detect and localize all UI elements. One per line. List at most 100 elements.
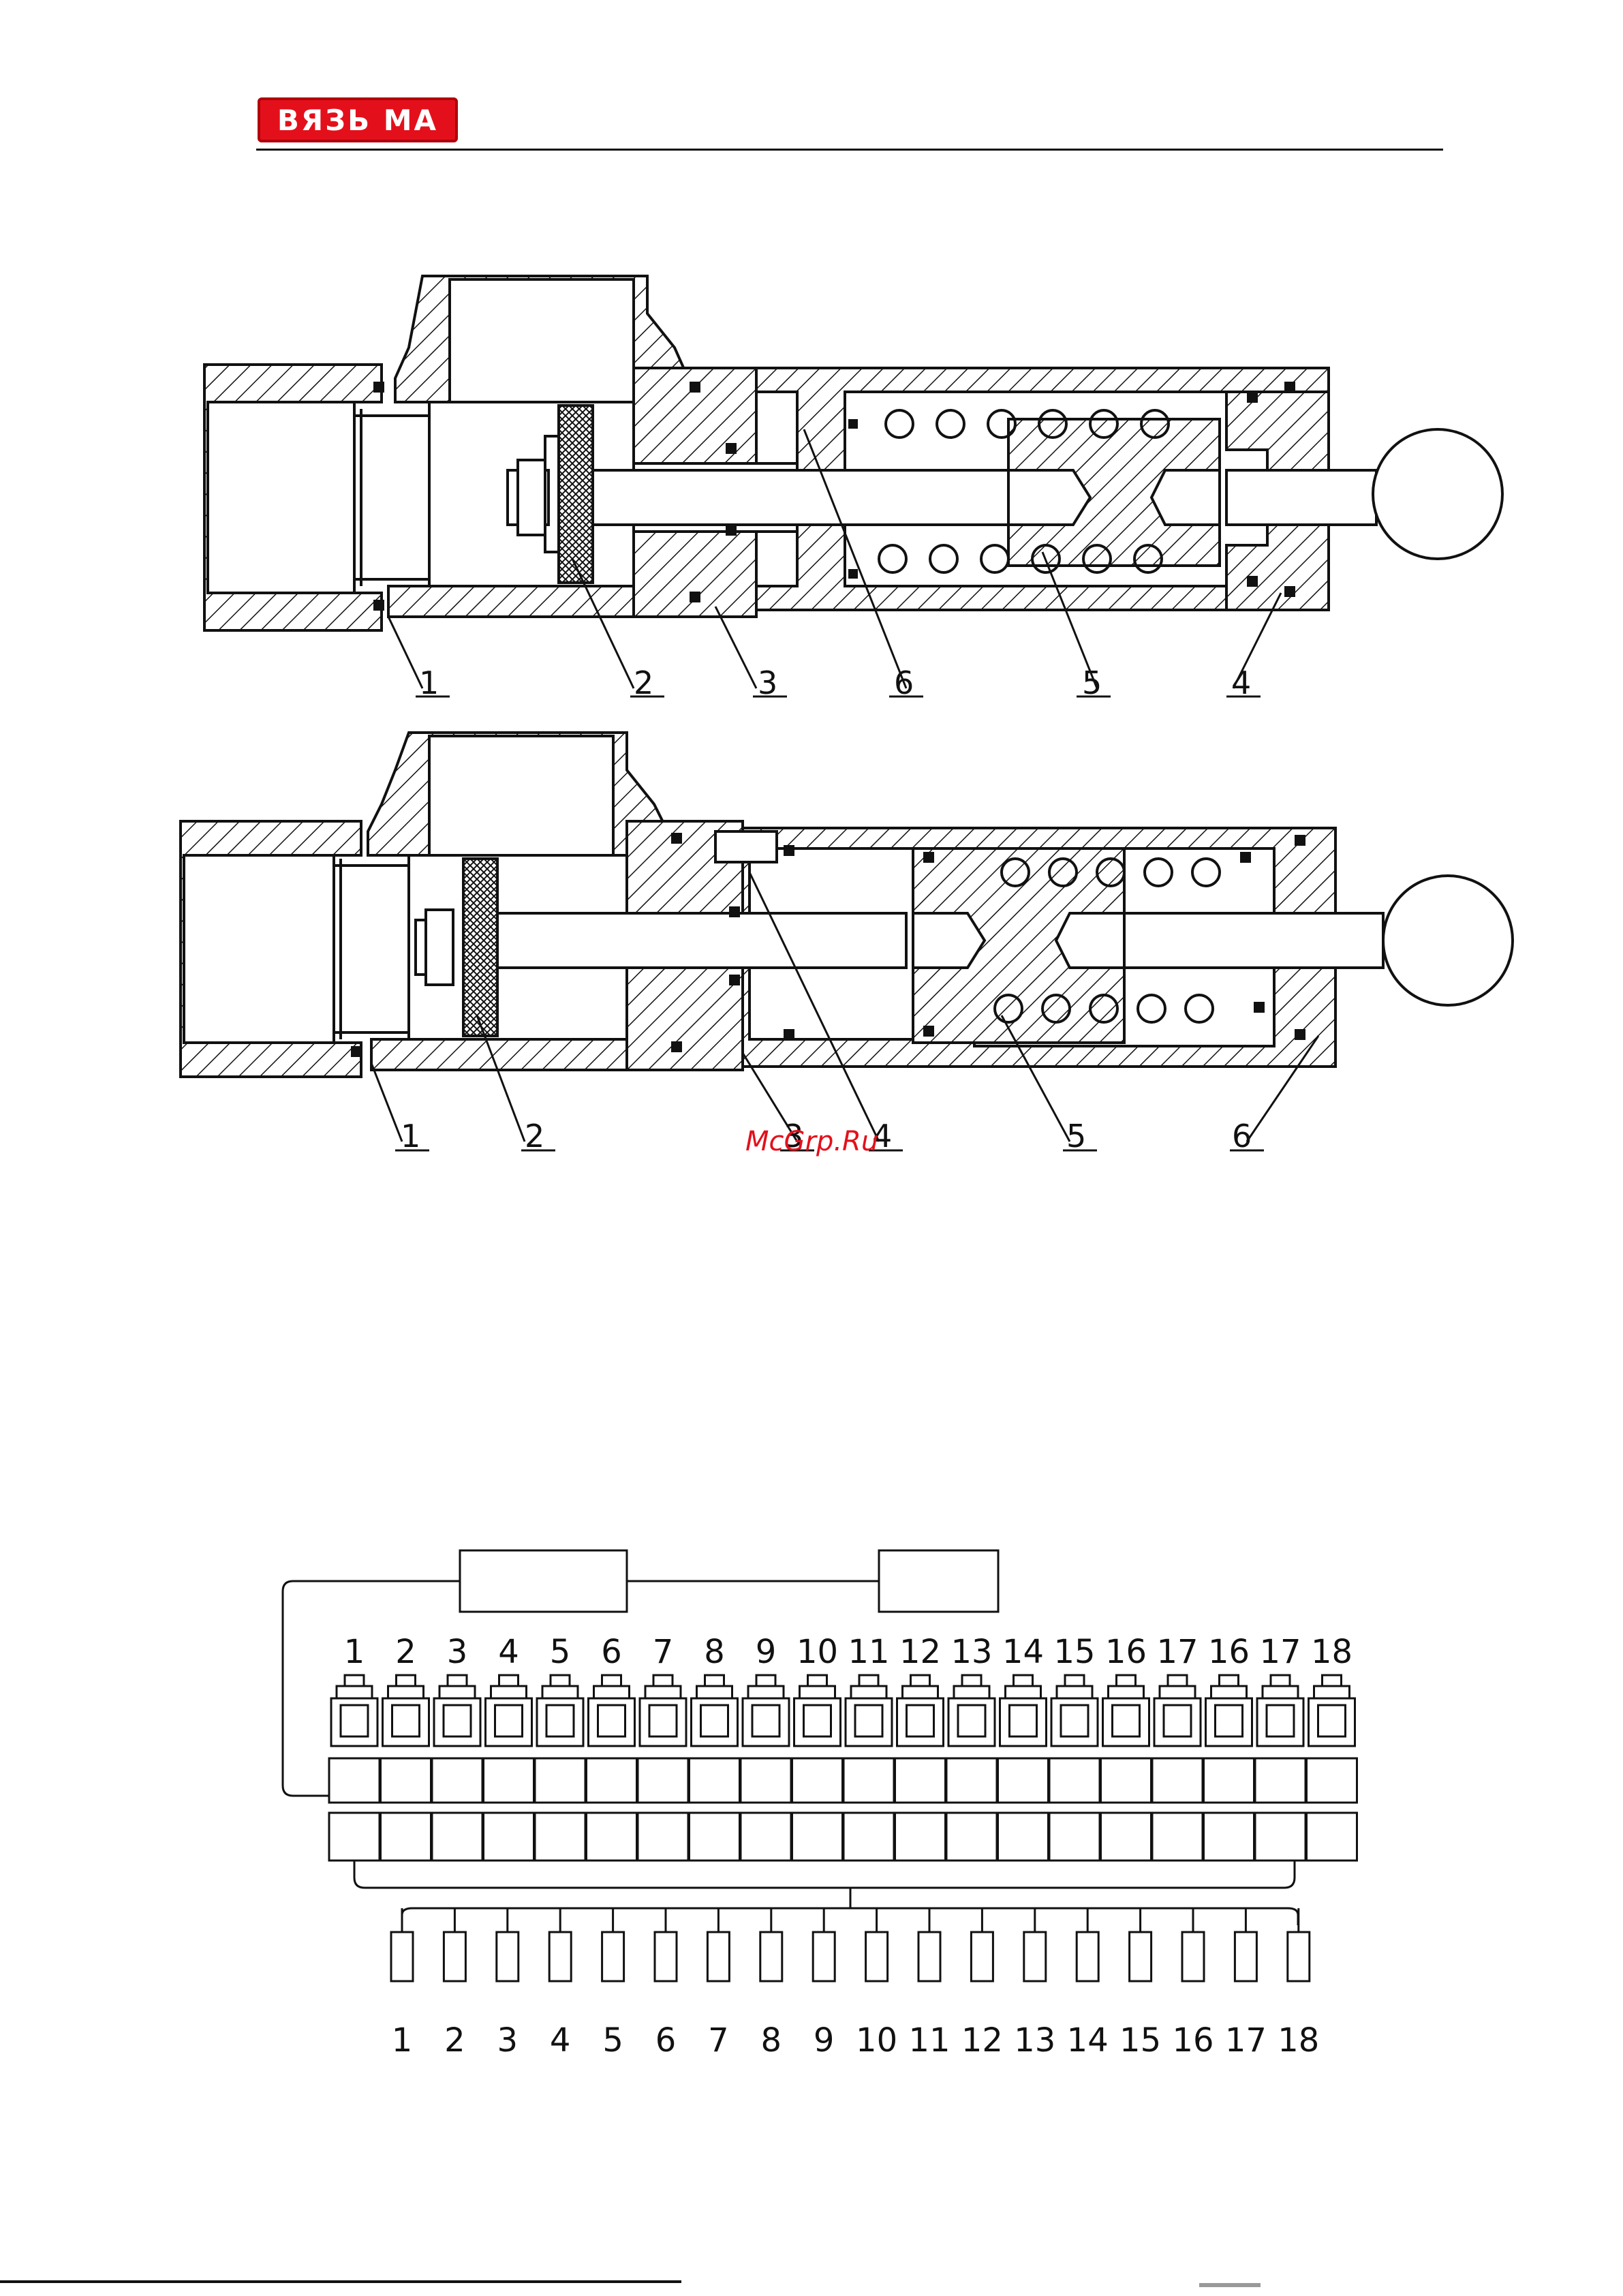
valve-window [1010, 1705, 1037, 1736]
valve-number: 3 [447, 1633, 468, 1671]
valve-number: 4 [498, 1633, 519, 1671]
valve-window [855, 1705, 882, 1736]
valve-head [645, 1686, 681, 1698]
valve-window [1267, 1705, 1294, 1736]
outlet-number: 7 [708, 2021, 729, 2060]
outlet-number: 9 [814, 2021, 835, 2060]
callout-top-2: 2 [634, 664, 653, 701]
outlet-cylinder [707, 1932, 729, 1981]
valve-head [1109, 1686, 1144, 1698]
outlet-cylinder [971, 1932, 993, 1981]
valve-number: 12 [899, 1633, 941, 1671]
valve-head [388, 1686, 424, 1698]
valve-numbers-top: 1234567891011121314151617161718 [344, 1633, 1352, 1671]
valve-cap [551, 1675, 570, 1686]
distribution-block [329, 1813, 380, 1861]
callout-top-6: 6 [894, 664, 914, 701]
distribution-block [1307, 1813, 1357, 1861]
outlet-cylinder [1235, 1932, 1256, 1981]
callout-mid-6: 6 [1232, 1118, 1252, 1154]
manifold-block [1255, 1758, 1305, 1803]
valve-window [1113, 1705, 1140, 1736]
valve-window [649, 1705, 677, 1736]
valve-window [1061, 1705, 1088, 1736]
manifold-block [690, 1758, 740, 1803]
distribution-block [432, 1813, 482, 1861]
outlet-number: 6 [655, 2021, 677, 2060]
outlet-number: 15 [1119, 2021, 1161, 2060]
valve-number: 15 [1053, 1633, 1095, 1671]
callout-top-1: 1 [419, 664, 439, 701]
valve-cap [808, 1675, 827, 1686]
valve-window [752, 1705, 779, 1736]
outlet-cylinder [602, 1932, 624, 1981]
distribution-block [638, 1813, 688, 1861]
manifold-block [1049, 1758, 1100, 1803]
valve-head [542, 1686, 578, 1698]
callouts-top: 1 2 3 6 5 4 [419, 664, 1251, 701]
valve-cap [1323, 1675, 1342, 1686]
valve-head [1211, 1686, 1247, 1698]
outlet-number: 12 [961, 2021, 1003, 2060]
valve-head [594, 1686, 630, 1698]
outlet-number: 2 [444, 2021, 465, 2060]
distribution-block [484, 1813, 534, 1861]
valve-cap [1220, 1675, 1239, 1686]
valve-number: 7 [653, 1633, 674, 1671]
valve-cap [653, 1675, 673, 1686]
valve-cap [499, 1675, 519, 1686]
outlet-cylinder [391, 1932, 413, 1981]
manifold-block [535, 1758, 585, 1803]
outlet-cylinder [1130, 1932, 1151, 1981]
manifold-diagram [283, 1550, 1357, 1981]
outlet-number: 11 [908, 2021, 950, 2060]
manifold-block [1204, 1758, 1254, 1803]
callout-mid-2: 2 [525, 1118, 544, 1154]
manifold-block [484, 1758, 534, 1803]
valve-cap [1168, 1675, 1187, 1686]
manifold-box-left [460, 1550, 627, 1612]
manifold-block [587, 1758, 637, 1803]
outlet-cylinder [918, 1932, 940, 1981]
distribution-block [381, 1813, 431, 1861]
footer-mark [1199, 2283, 1261, 2287]
outlet-number: 16 [1172, 2021, 1214, 2060]
outlet-number: 8 [761, 2021, 782, 2060]
outlet-number: 14 [1067, 2021, 1109, 2060]
valve-head [491, 1686, 527, 1698]
manifold-block [946, 1758, 997, 1803]
outlet-number: 18 [1278, 2021, 1319, 2060]
manifold-block [895, 1758, 946, 1803]
valve-number: 14 [1002, 1633, 1044, 1671]
cylinder-row [329, 1758, 1357, 1861]
callout-mid-1: 1 [401, 1118, 420, 1154]
distribution-block [1152, 1813, 1203, 1861]
valve-head [903, 1686, 938, 1698]
valve-number: 6 [601, 1633, 622, 1671]
valve-number: 10 [797, 1633, 838, 1671]
valve-number: 8 [704, 1633, 725, 1671]
outlet-cylinder [655, 1932, 677, 1981]
distribution-block [1101, 1813, 1151, 1861]
manifold-block [432, 1758, 482, 1803]
outlet-number: 10 [856, 2021, 897, 2060]
watermark: McGrp.Ru [745, 1126, 878, 1157]
outlet-number: 13 [1014, 2021, 1055, 2060]
valve-cap [911, 1675, 930, 1686]
valve-window [1164, 1705, 1191, 1736]
outlet-cylinder [1077, 1932, 1098, 1981]
callout-top-5: 5 [1082, 664, 1102, 701]
outlet-number: 4 [550, 2021, 571, 2060]
valve-section-middle [181, 733, 1513, 1150]
distribution-block [1049, 1813, 1100, 1861]
callout-mid-5: 5 [1066, 1118, 1086, 1154]
outlet-cylinder [1288, 1932, 1310, 1981]
valve-cap [1014, 1675, 1033, 1686]
valve-cap [397, 1675, 416, 1686]
valve-window [804, 1705, 831, 1736]
valve-number: 13 [950, 1633, 992, 1671]
valve-head [748, 1686, 784, 1698]
distribution-block [1255, 1813, 1305, 1861]
manifold-block [329, 1758, 380, 1803]
